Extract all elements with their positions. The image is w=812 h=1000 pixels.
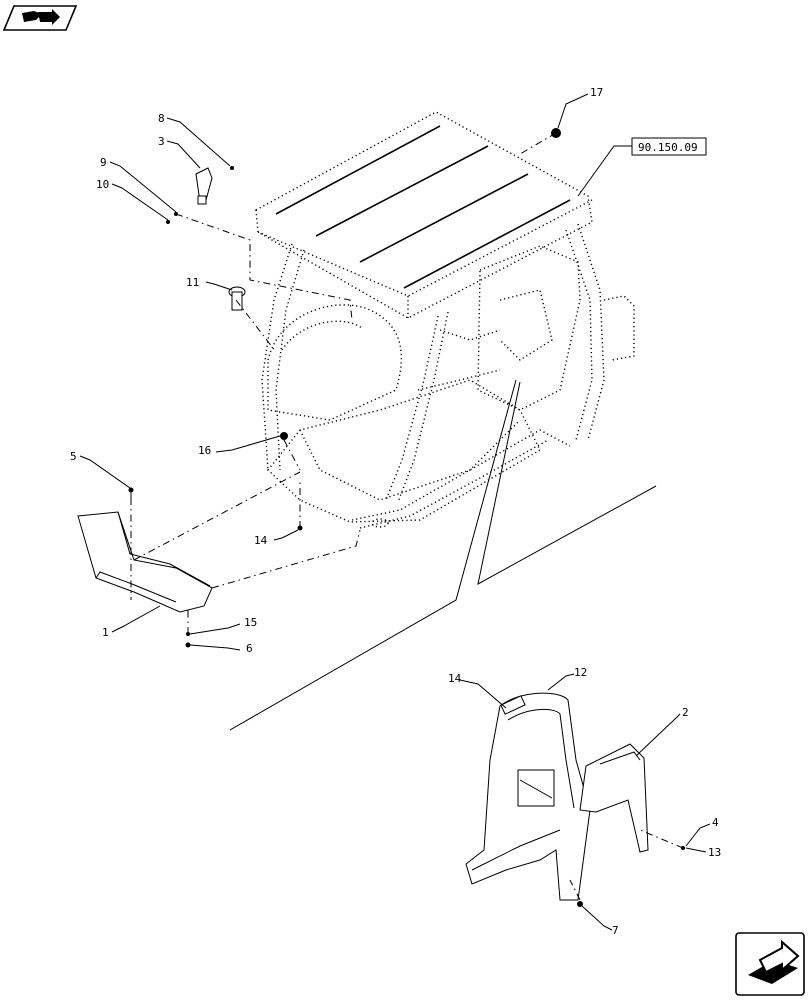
cab-assembly — [255, 111, 635, 529]
callout-16[interactable]: 16 — [198, 444, 211, 457]
callout-7[interactable]: 7 — [612, 924, 619, 937]
callout-14[interactable]: 14 — [254, 534, 268, 547]
reference-box-label: 90.150.09 — [638, 141, 698, 154]
callout-6[interactable]: 6 — [246, 642, 253, 655]
callout-3[interactable]: 3 — [158, 135, 165, 148]
rear-frame-subassembly — [465, 692, 649, 901]
section-lines — [229, 379, 657, 731]
callout-8[interactable]: 8 — [158, 112, 165, 125]
callout-10[interactable]: 10 — [96, 178, 109, 191]
next-page-arrow-icon[interactable] — [735, 932, 805, 996]
callout-11[interactable]: 11 — [186, 276, 199, 289]
callout-4[interactable]: 4 — [712, 816, 719, 829]
floor-panel-part-1 — [77, 511, 213, 613]
book-arrow-icon[interactable] — [2, 5, 78, 31]
callouts: 17 8 3 9 10 11 16 5 14 1 15 6 14 — [70, 86, 721, 937]
callout-9[interactable]: 9 — [100, 156, 107, 169]
callout-15[interactable]: 15 — [244, 616, 257, 629]
callout-14-sub[interactable]: 14 — [448, 672, 462, 685]
assembly-lines — [130, 132, 684, 901]
callout-12[interactable]: 12 — [574, 666, 587, 679]
callout-13[interactable]: 13 — [708, 846, 721, 859]
reference-box[interactable]: 90.150.09 — [577, 137, 707, 197]
callout-2[interactable]: 2 — [682, 706, 689, 719]
callout-5[interactable]: 5 — [70, 450, 77, 463]
callout-1[interactable]: 1 — [102, 626, 109, 639]
callout-17[interactable]: 17 — [590, 86, 603, 99]
